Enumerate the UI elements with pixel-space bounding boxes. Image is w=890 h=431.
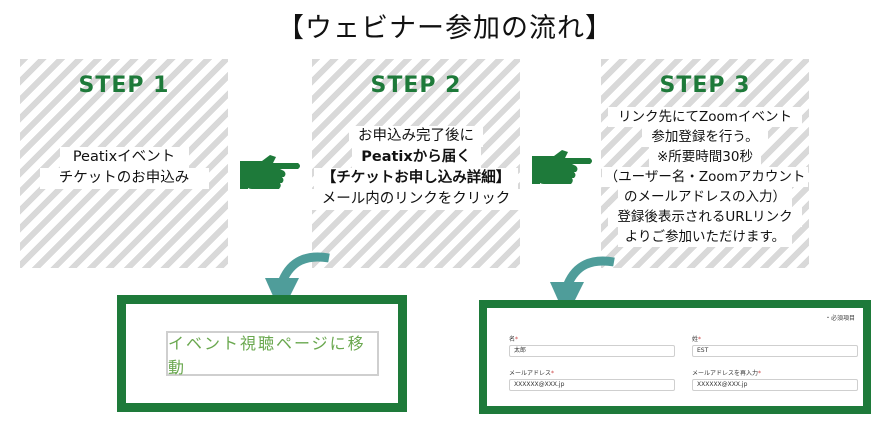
step-3-line: リンク先にてZoomイベント xyxy=(608,107,802,127)
step-1-line: チケットのお申込み xyxy=(39,168,209,189)
step-3-line: ※所要時間30秒 xyxy=(649,147,761,167)
screenshot-frame: イベント視聴ページに移動 xyxy=(126,304,398,403)
step-3-line: （ユーザー名・Zoomアカウント xyxy=(602,167,808,187)
step-3-panel: STEP 3 リンク先にてZoomイベント 参加登録を行う。 ※所要時間30秒 … xyxy=(601,59,809,268)
step-3-line: 登録後表示されるURLリンク xyxy=(608,207,802,227)
step-1-text: Peatixイベント チケットのお申込み xyxy=(20,147,228,189)
required-note: ・必須項目 xyxy=(824,315,855,322)
page-title: 【ウェビナー参加の流れ】 xyxy=(277,13,613,44)
step-1-label: STEP 1 xyxy=(78,73,170,98)
screenshot-frame: ・必須項目 名* 太郎 姓* EST メールアドレス* XXXXXX@XXX.j… xyxy=(487,308,863,406)
last-name-label: 姓* xyxy=(692,336,702,343)
step-1-line: Peatixイベント xyxy=(59,147,189,168)
step-2-panel: STEP 2 お申込み完了後に Peatixから届く 【チケットお申し込み詳細】… xyxy=(312,59,520,268)
first-name-label: 名* xyxy=(509,336,519,343)
step-3-line: のメールアドレスの入力） xyxy=(618,187,792,207)
step-2-label: STEP 2 xyxy=(370,73,462,98)
step-3-label: STEP 3 xyxy=(659,73,751,98)
email-confirm-label: メールアドレスを再入力* xyxy=(692,370,762,377)
email-field[interactable]: XXXXXX@XXX.jp xyxy=(509,379,675,391)
step-2-line: 【チケットお申し込み詳細】 xyxy=(314,168,518,189)
email-confirm-field[interactable]: XXXXXX@XXX.jp xyxy=(692,379,858,391)
pointing-hand-right-icon xyxy=(240,155,300,189)
step-2-line: お申込み完了後に xyxy=(349,126,483,147)
zoom-registration-screenshot: ・必須項目 名* 太郎 姓* EST メールアドレス* XXXXXX@XXX.j… xyxy=(479,300,871,414)
step-3-line: よりご参加いただけます。 xyxy=(618,227,792,247)
step-1-panel: STEP 1 Peatixイベント チケットのお申込み xyxy=(20,59,228,268)
go-to-event-page-button[interactable]: イベント視聴ページに移動 xyxy=(166,331,379,377)
step-2-line: メール内のリンクをクリック xyxy=(312,189,520,210)
step-3-text: リンク先にてZoomイベント 参加登録を行う。 ※所要時間30秒 （ユーザー名・… xyxy=(601,107,809,247)
last-name-field[interactable]: EST xyxy=(692,345,858,357)
step-2-text: お申込み完了後に Peatixから届く 【チケットお申し込み詳細】 メール内のリ… xyxy=(312,126,520,210)
step-3-line: 参加登録を行う。 xyxy=(642,127,768,147)
event-page-screenshot: イベント視聴ページに移動 xyxy=(117,295,407,412)
email-label: メールアドレス* xyxy=(509,370,555,377)
step-2-line: Peatixから届く xyxy=(351,147,481,168)
pointing-hand-right-icon xyxy=(532,150,592,184)
first-name-field[interactable]: 太郎 xyxy=(509,345,675,357)
